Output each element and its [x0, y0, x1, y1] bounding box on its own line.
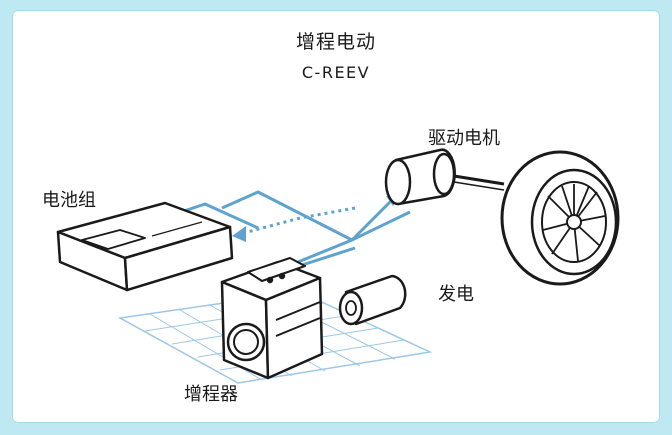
- drive-motor: [384, 148, 505, 206]
- diagram-subtitle: C-REEV: [301, 63, 371, 82]
- battery-label: 电池组: [42, 190, 96, 211]
- generator: [338, 274, 407, 326]
- wheel: [500, 150, 620, 286]
- arrow-to-battery: [232, 226, 246, 242]
- drive-motor-label: 驱动电机: [428, 128, 500, 149]
- diagram-title: 增程电动: [295, 31, 376, 53]
- generator-label: 发电: [438, 284, 474, 305]
- range-extender-engine: [220, 257, 324, 380]
- battery-pack: [56, 201, 234, 292]
- range-extender-label: 增程器: [184, 384, 238, 405]
